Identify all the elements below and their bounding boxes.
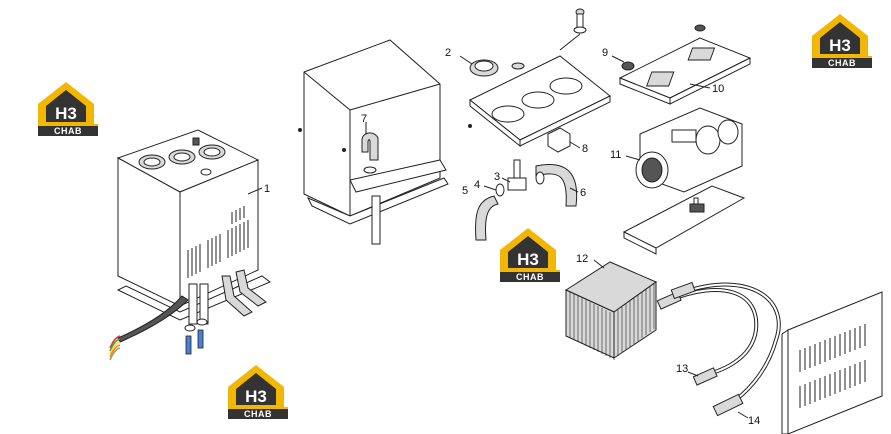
logo-wordmark: CHAB [244,409,272,419]
callout-6: 6 [580,187,586,199]
control-board-tray-part [622,185,746,255]
callout-14: 14 [748,415,760,427]
callout-7: 7 [361,113,367,125]
callout-12: 12 [576,253,588,265]
callout-2: 2 [445,47,451,59]
logo-wordmark: CHAB [516,272,544,282]
callout-10: 10 [712,83,724,95]
logo-wordmark: CHAB [54,126,82,136]
enclosure-frame-part: 7 [298,39,449,245]
logo-mark: H3 [55,104,77,123]
logo-mark: H3 [245,387,267,406]
heater-core-part: 12 [564,253,658,360]
callout-4: 4 [474,179,480,191]
wire-strand [109,347,121,361]
wire-strand [109,338,121,352]
wire-bundle [109,335,121,361]
callout-9: 9 [602,47,608,59]
heater-box-part: 1 [109,129,271,361]
switch-panel-part: 9 10 [602,24,752,105]
front-cover-panel-part [781,291,883,434]
callout-3: 3 [494,171,500,183]
callout-11: 11 [610,149,621,161]
hose-assemblies-part: 13 14 [656,281,781,427]
wire-strand [109,335,121,349]
callout-8: 8 [582,143,588,155]
brand-logo-center: H3 CHAB [500,228,560,282]
wire-strand [109,344,121,358]
logo-mark: H3 [829,36,851,55]
logo-mark: H3 [517,250,539,269]
valve-plate-part: 2 8 3 4 5 6 [445,8,611,241]
brand-logo-right: H3 CHAB [812,14,872,68]
callout-5: 5 [462,185,468,197]
logo-wordmark: CHAB [828,58,856,68]
brand-logo-bottom: H3 CHAB [228,365,288,419]
callout-13: 13 [676,363,688,375]
brand-logo-left: H3 CHAB [38,82,98,136]
blower-motor-part: 11 [610,107,743,193]
wire-strand [109,341,121,355]
callout-1: 1 [264,183,270,195]
